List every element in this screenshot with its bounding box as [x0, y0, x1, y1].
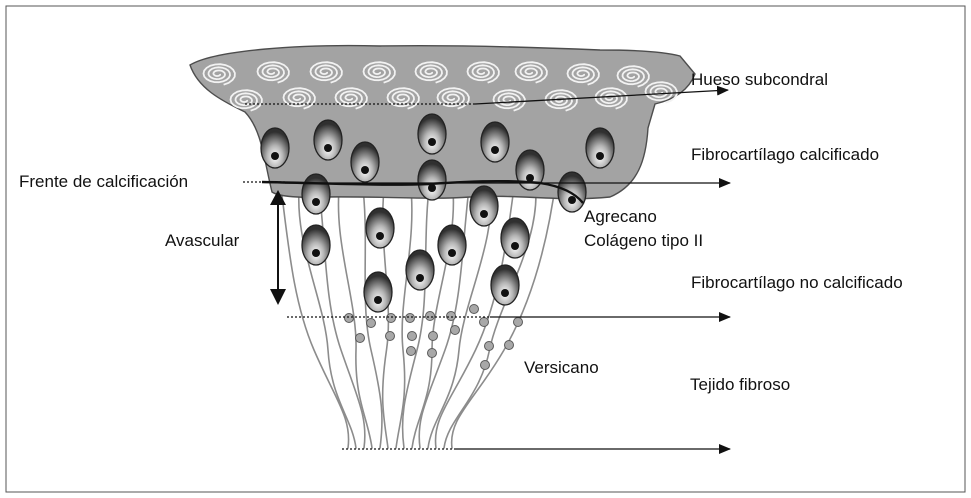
chondrocyte-cell	[302, 174, 330, 214]
versican-granule	[470, 305, 479, 314]
chondrocyte-cell	[501, 218, 529, 258]
chondrocyte-cell	[438, 225, 466, 265]
chondrocyte-cell	[558, 172, 586, 212]
label-versicano: Versicano	[524, 358, 599, 377]
versican-granule	[485, 342, 494, 351]
chondrocyte-cell	[406, 250, 434, 290]
chondrocyte-cell	[314, 120, 342, 160]
label-fibrocartilago-calcificado: Fibrocartílago calcificado	[691, 145, 879, 164]
chondrocyte-cell	[302, 225, 330, 265]
label-colageno: Colágeno tipo II	[584, 231, 703, 250]
versican-granule	[428, 349, 437, 358]
versican-granule	[367, 319, 376, 328]
versican-granule	[429, 332, 438, 341]
chondrocyte-cell	[261, 128, 289, 168]
chondrocyte-cell	[481, 122, 509, 162]
versican-granule	[408, 332, 417, 341]
label-tejido-fibroso: Tejido fibroso	[690, 375, 790, 394]
chondrocyte-cell	[364, 272, 392, 312]
versican-granule	[407, 347, 416, 356]
chondrocyte-cell	[418, 114, 446, 154]
versican-granules	[345, 305, 523, 370]
fiber-strand	[452, 180, 556, 448]
chondrocyte-cell	[418, 160, 446, 200]
label-agrecano: Agrecano	[584, 207, 657, 226]
versican-granule	[387, 314, 396, 323]
versican-granule	[356, 334, 365, 343]
label-frente-calcificacion: Frente de calcificación	[19, 172, 188, 191]
versican-granule	[505, 341, 514, 350]
versican-granule	[426, 312, 435, 321]
chondrocyte-cell	[586, 128, 614, 168]
versican-granule	[514, 318, 523, 327]
versican-granule	[447, 312, 456, 321]
label-fibrocartilago-no-calcificado: Fibrocartílago no calcificado	[691, 273, 903, 292]
versican-granule	[480, 318, 489, 327]
versican-granule	[345, 314, 354, 323]
chondrocyte-cell	[351, 142, 379, 182]
chondrocyte-cell	[366, 208, 394, 248]
versican-granule	[386, 332, 395, 341]
versican-granule	[451, 326, 460, 335]
label-hueso-subcondral: Hueso subcondral	[691, 70, 828, 89]
versican-granule	[406, 314, 415, 323]
chondrocyte-cell	[491, 265, 519, 305]
chondrocyte-cell	[470, 186, 498, 226]
label-avascular: Avascular	[165, 231, 240, 250]
versican-granule	[481, 361, 490, 370]
